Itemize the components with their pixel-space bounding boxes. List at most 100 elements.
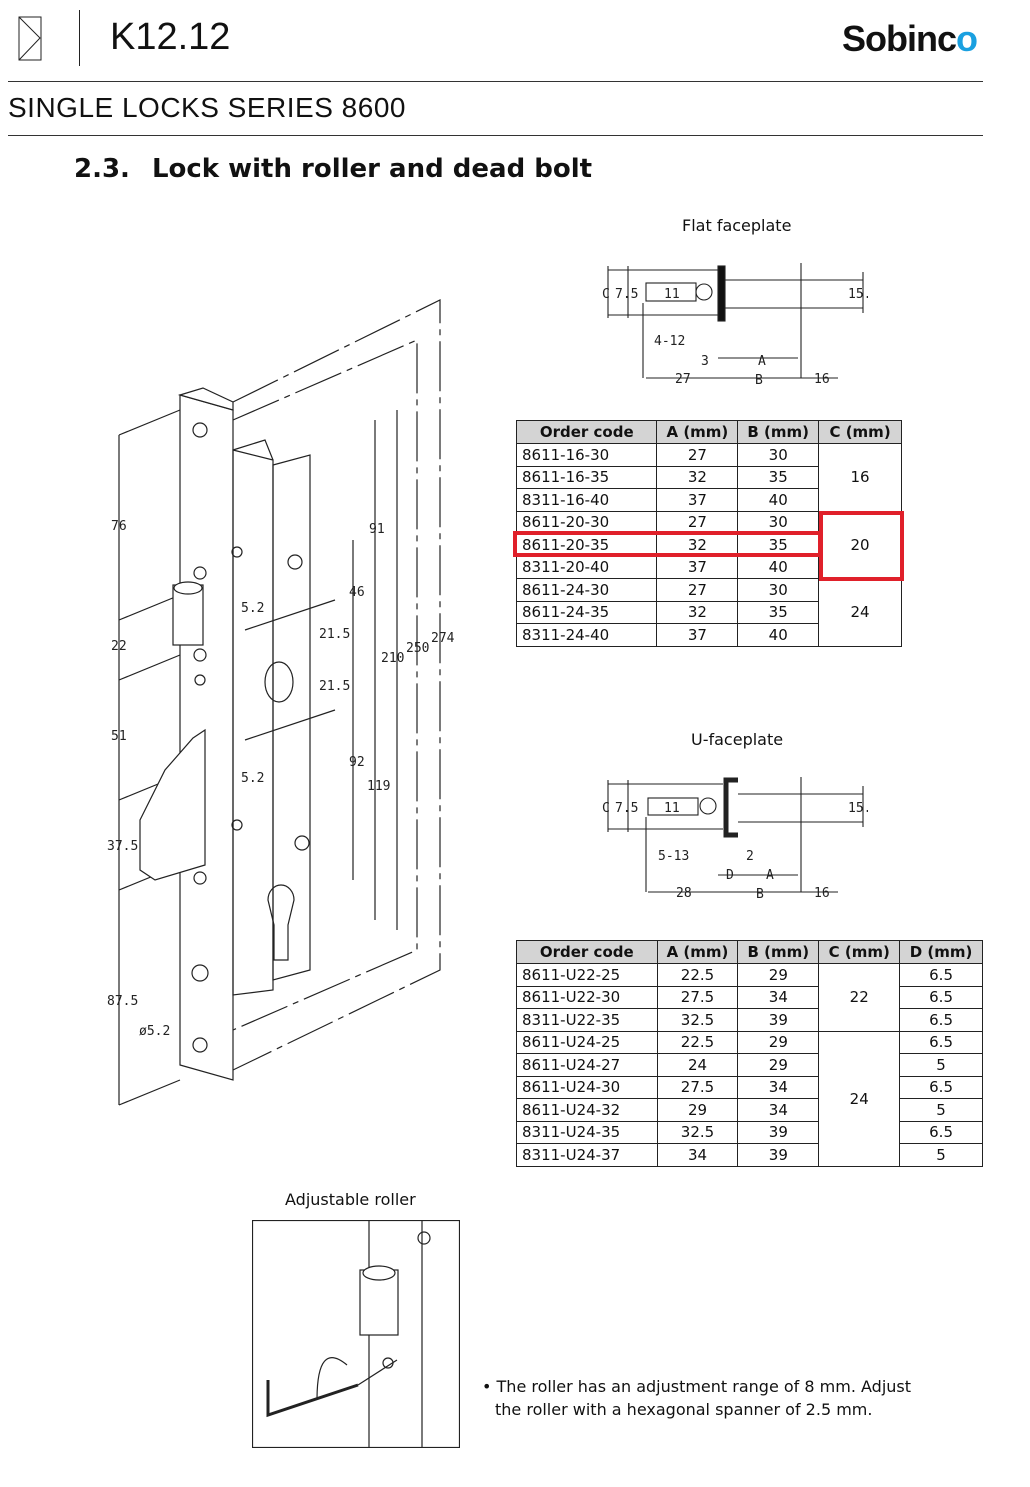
table-cell: 8611-U22-25 [516,963,658,987]
dim-c: C [602,801,610,816]
dim-210: 210 [381,651,404,666]
dim-left: 27 [675,372,691,387]
table-cell: 32.5 [656,1120,739,1144]
dim-range: 5-13 [658,849,689,864]
column-header: B (mm) [737,940,820,964]
table-cell: 6.5 [899,1075,983,1099]
dim-76: 76 [111,519,127,534]
table-cell: 40 [737,555,820,579]
dim-5-2-top: 5.2 [241,601,264,616]
table-cell: 8311-24-40 [515,623,658,647]
dim-height: 15.5 [848,287,868,302]
table-cell: 34 [737,1098,820,1122]
dim-b: B [755,373,763,388]
table-header-row: Order code A (mm) B (mm) C (mm) D (mm) [516,940,983,964]
table-cell: 24 [818,1030,901,1167]
table-cell: 6.5 [899,1120,983,1144]
dim-c-value: 7.5 [615,287,638,302]
series-title: SINGLE LOCKS SERIES 8600 [8,92,406,123]
table-cell: 34 [656,1143,739,1167]
dim-a: A [758,354,766,369]
dim-hole-diameter: ø5.2 [139,1024,170,1039]
table-cell: 35 [737,465,820,489]
table-cell: 22.5 [656,963,739,987]
table-cell: 5 [899,1098,983,1122]
table-cell: 35 [737,600,820,624]
table-cell: 37 [656,488,739,512]
table-cell: 8611-U24-27 [516,1053,658,1077]
table-cell: 8311-16-40 [515,488,658,512]
table-cell: 30 [737,443,820,467]
table-cell: 27 [656,510,739,534]
table-cell: 8311-U24-37 [516,1143,658,1167]
table-cell: 39 [737,1008,820,1032]
section-number: 2.3. [74,154,130,184]
table-cell: 29 [737,1053,820,1077]
section-title: Lock with roller and dead bolt [151,154,593,184]
table-cell: 34 [737,1075,820,1099]
table-cell: 24 [656,1053,739,1077]
table-cell: 32.5 [656,1008,739,1032]
table-cell: 6.5 [899,963,983,987]
table-cell: 6.5 [899,985,983,1009]
dim-37-5: 37.5 [107,839,138,854]
dim-range: 4-12 [654,334,685,349]
lock-technical-drawing: 76 22 51 37.5 87.5 ø5.2 5.2 21.5 21.5 5.… [107,299,455,1106]
dim-87-5: 87.5 [107,994,138,1009]
table-cell: 8611-U24-30 [516,1075,658,1099]
note-text: the roller with a hexagonal spanner of 2… [495,1400,873,1419]
dim-22: 22 [111,639,127,654]
header-divider [79,10,80,66]
note-text: The roller has an adjustment range of 8 … [496,1377,912,1396]
dim-right: 16 [814,372,830,387]
table-cell: 27 [656,443,739,467]
dim-92: 92 [349,755,365,770]
table-cell: 16 [818,443,902,512]
dim-51: 51 [111,729,127,744]
dim-274: 274 [431,631,455,646]
table-cell: 29 [737,963,820,987]
table-cell: 8611-24-30 [515,578,658,602]
table-cell: 27 [656,578,739,602]
dim-width: 11 [664,801,680,816]
dim-21-5-bottom: 21.5 [319,679,350,694]
table-cell: 22.5 [656,1030,739,1054]
column-header: C (mm) [818,420,902,444]
table-cell: 39 [737,1120,820,1144]
highlighted-c-marker [819,511,904,581]
note-line: • The roller has an adjustment range of … [482,1377,912,1396]
table-cell: 37 [656,623,739,647]
u-faceplate-table: Order code A (mm) B (mm) C (mm) D (mm) 8… [516,940,983,1167]
chapter-marker-icon [18,16,42,61]
column-header: Order code [516,940,658,964]
u-faceplate-drawing: C 7.5 11 15.5 5-13 2 D A 28 B 16 [602,777,868,902]
dim-91: 91 [369,522,385,537]
column-header: C (mm) [818,940,901,964]
table-cell: 8311-U24-35 [516,1120,658,1144]
table-cell: 8311-U22-35 [516,1008,658,1032]
dim-21-5-top: 21.5 [319,627,350,642]
table-cell: 8611-U24-32 [516,1098,658,1122]
flat-faceplate-caption: Flat faceplate [682,216,792,235]
table-cell: 29 [737,1030,820,1054]
dim-gap: 3 [701,354,709,369]
dim-119: 119 [367,779,390,794]
brand-logo: Sobinco [842,18,978,59]
dim-height: 15.5 [848,801,868,816]
dim-width: 11 [664,287,680,302]
note-line: the roller with a hexagonal spanner of 2… [482,1398,911,1421]
dim-b: B [756,887,764,902]
table-cell: 8611-20-30 [515,510,658,534]
column-header: A (mm) [656,420,739,444]
divider [8,81,983,82]
table-cell: 8611-U22-30 [516,985,658,1009]
